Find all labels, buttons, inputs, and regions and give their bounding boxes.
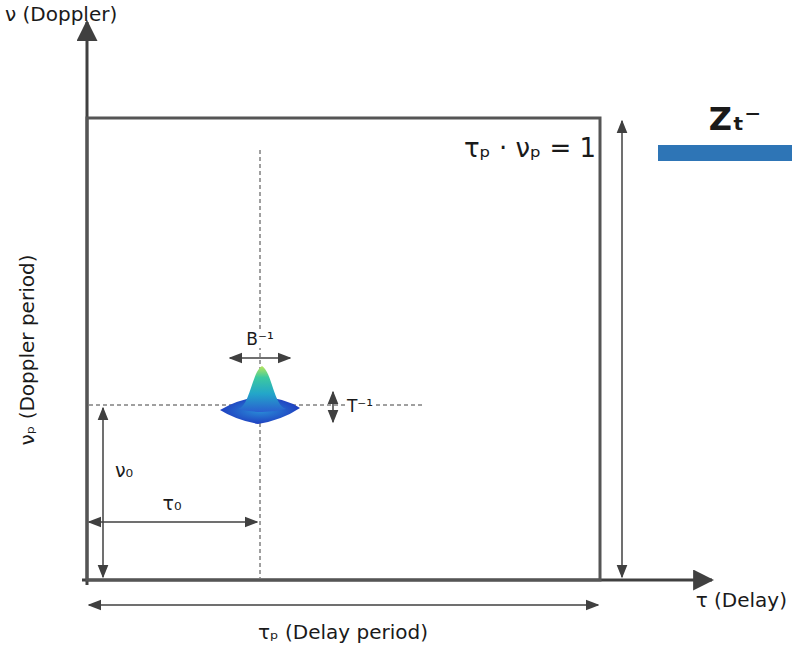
axis-title: τ (Delay): [694, 589, 789, 611]
transform-label: Zₜ⁻: [707, 102, 764, 137]
doppler-period-arrow: [621, 121, 623, 577]
transform-bar: [658, 145, 792, 161]
delay-offset-arrow: [89, 521, 257, 523]
doppler-offset-arrow: [102, 408, 104, 577]
bandwidth-label: B⁻¹: [244, 330, 275, 349]
gaussian-pulse: [220, 366, 300, 424]
guide-line: [260, 150, 261, 578]
axis-title: τₚ (Delay period): [256, 621, 430, 643]
bandwidth-arrow: [230, 357, 290, 359]
doppler-offset-label: ν₀: [113, 460, 135, 481]
axis-title: ν (Doppler): [3, 3, 119, 25]
duration-arrow: [332, 392, 334, 422]
delay-offset-label: τ₀: [160, 493, 183, 514]
duration-label: T⁻¹: [345, 397, 375, 416]
axis-title: νₚ (Doppler period): [16, 253, 38, 448]
equation-label: τₚ · νₚ = 1: [462, 134, 598, 163]
period-box: [87, 118, 600, 580]
delay-period-arrow: [89, 604, 598, 606]
